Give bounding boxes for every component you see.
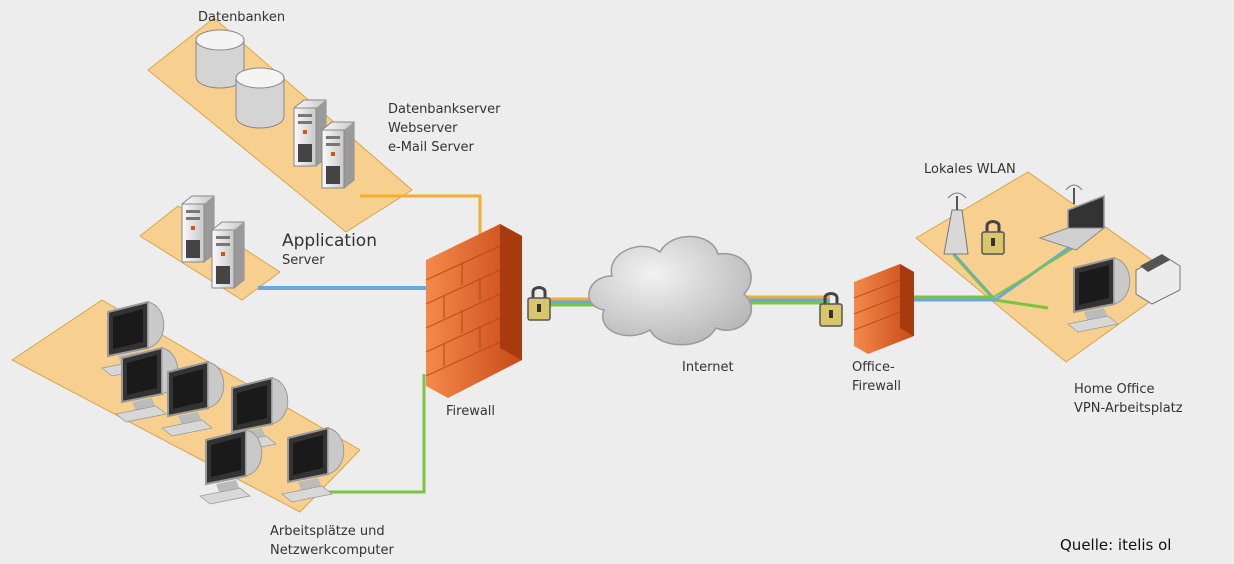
- label-application: Application: [282, 231, 377, 251]
- firewall-icon: [853, 264, 914, 354]
- printer-icon: [1135, 254, 1181, 305]
- label-workstations: Arbeitsplätze und Netzwerkcomputer: [270, 522, 394, 560]
- label-workstations-line2: Netzwerkcomputer: [270, 543, 394, 558]
- label-application-server: Application Server: [282, 232, 377, 270]
- firewall-icon: [425, 224, 522, 398]
- label-firewall: Firewall: [446, 404, 496, 419]
- label-internet: Internet: [682, 360, 734, 375]
- label-office: Office-: [852, 360, 895, 375]
- label-web-server: Webserver: [388, 121, 458, 136]
- label-mail-server: e-Mail Server: [388, 140, 474, 155]
- label-office-firewall: Office- Firewall: [852, 358, 901, 396]
- label-office-firewall-2: Firewall: [852, 379, 902, 394]
- cloud-icon: [588, 235, 753, 346]
- label-databases: Datenbanken: [198, 10, 286, 25]
- label-server: Server: [282, 253, 325, 268]
- server-icon: [181, 195, 245, 289]
- antenna-icon: [943, 192, 969, 255]
- connection-lines: [258, 194, 1081, 494]
- label-servers: Datenbankserver Webserver e-Mail Server: [388, 100, 500, 157]
- database-icon: [195, 29, 285, 129]
- label-home-office-line2: VPN-Arbeitsplatz: [1074, 401, 1183, 416]
- source-credit: Quelle: itelis ol: [1060, 536, 1172, 554]
- label-home-office: Home Office VPN-Arbeitsplatz: [1074, 380, 1183, 418]
- label-home-office-line1: Home Office: [1074, 382, 1155, 397]
- label-workstations-line1: Arbeitsplätze und: [270, 524, 385, 539]
- label-database-server: Datenbankserver: [388, 102, 501, 117]
- antenna-icon: [1065, 184, 1083, 204]
- laptop-icon: [1038, 194, 1106, 251]
- platform-home-office: [915, 171, 1181, 363]
- lock-icon: [526, 286, 552, 322]
- label-wlan: Lokales WLAN: [924, 162, 1016, 177]
